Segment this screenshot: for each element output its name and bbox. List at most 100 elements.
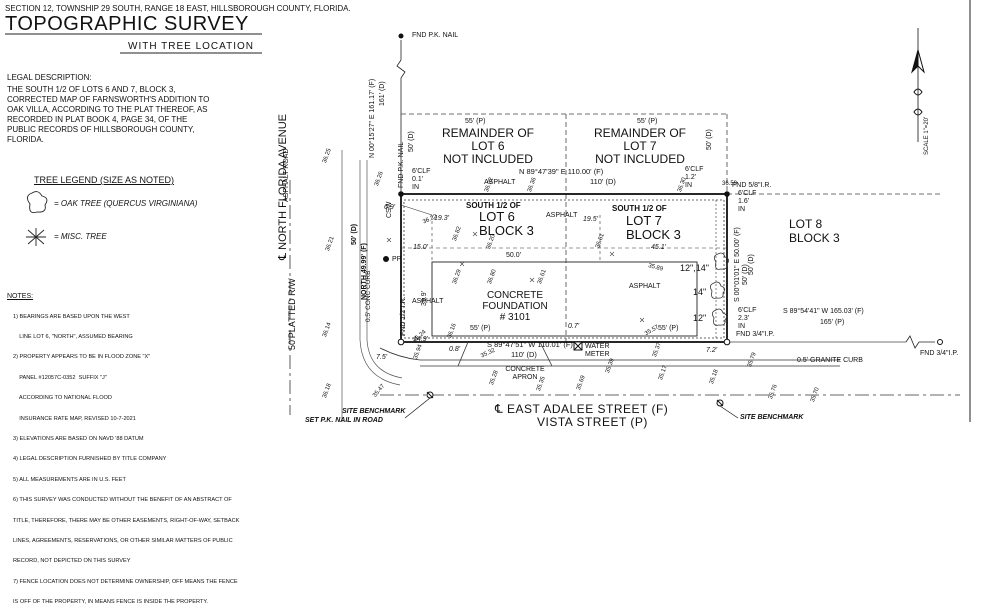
clf-line: 0.1' — [412, 176, 424, 183]
rem6-line: NOT INCLUDED — [443, 152, 533, 166]
north-extension-bearing: N 00°15'27" E 161.17' (F) — [369, 78, 376, 158]
concrete-foundation — [431, 261, 698, 337]
clf-nw-note: 6'CLF 0.1' IN — [412, 168, 430, 192]
note-line: 7) FENCE LOCATION DOES NOT DETERMINE OWN… — [13, 578, 238, 585]
dim-15: 15.0' — [413, 244, 428, 251]
lot7-top-plat: 55' (P) — [637, 118, 658, 125]
note-line: 6) THIS SURVEY WAS CONDUCTED WITHOUT THE… — [13, 497, 232, 504]
note-line: PANEL #12057C-0352 SUFFIX "J" — [13, 374, 107, 381]
foundation-line: FOUNDATION — [482, 301, 548, 312]
meter-line: METER — [585, 351, 610, 358]
rem-east-deed: 50' (D) — [706, 129, 713, 150]
survey-drawing — [5, 0, 971, 422]
legend-misc-symbol — [26, 228, 46, 246]
clf-line: IN — [738, 323, 745, 330]
remainder-lot-7: REMAINDER OF LOT 7 NOT INCLUDED — [584, 127, 696, 166]
clf-line: IN — [412, 184, 419, 191]
survey-title: TOPOGRAPHIC SURVEY — [5, 13, 249, 35]
clf-ne-note: 6'CLF 1.2' IN — [685, 166, 703, 190]
west-asphalt-road-label: ASPHALT ROAD — [283, 148, 290, 202]
asphalt-label-mid: ASPHALT — [546, 212, 578, 219]
tree-legend-oak: = OAK TREE (QUERCUS VIRGINIANA) — [54, 199, 198, 208]
chain-link-fence — [403, 199, 725, 339]
lot7-small-label: SOUTH 1/2 OF — [612, 204, 667, 213]
clf-line: IN — [685, 182, 692, 189]
legend-oak-symbol — [27, 191, 48, 214]
dim-195: 19.5' — [583, 216, 598, 223]
note-line: ACCORDING TO NATIONAL FLOOD — [13, 395, 112, 402]
tree-legend-misc: = MISC. TREE — [54, 232, 107, 241]
north-line-plat: 110' (D) — [590, 177, 616, 186]
clf-line: 6'CLF — [738, 190, 757, 197]
tree-legend-heading: TREE LEGEND (SIZE AS NOTED) — [34, 175, 175, 185]
foundation-line: # 3101 — [499, 312, 531, 323]
remainder-lot-6: REMAINDER OF LOT 6 NOT INCLUDED — [432, 127, 544, 166]
fnd-ip-far-label: FND 3/4"I.P. — [920, 350, 959, 357]
lot8-line: BLOCK 3 — [789, 231, 840, 245]
foundation-line: CONCRETE — [486, 290, 544, 301]
legal-line: RECORDED IN PLAT BOOK 4, PAGE 34, OF THE — [7, 115, 188, 124]
dim-451: 45.1' — [651, 244, 666, 251]
north-line-bearing: N 89°47'39" E 110.00' (F) — [519, 167, 604, 176]
asphalt-label-north: ASPHALT — [484, 179, 516, 186]
lot6-top-plat: 55' (P) — [465, 118, 486, 125]
west-line-deed: 50' (D) — [351, 223, 358, 245]
lot8-line: LOT 8 — [789, 217, 823, 231]
east-line-deed: 50' (D) — [748, 254, 755, 275]
fnd-ir-ne-label: FND 5/8"I.R. — [732, 182, 772, 189]
rem-west-deed: 50' (D) — [408, 131, 415, 152]
lot8-deed: 50' (D) — [742, 264, 749, 285]
clf-line: 1.2' — [685, 174, 697, 181]
lot6-bottom-plat: 55' (P) — [470, 325, 491, 332]
lot7-bottom-plat: 55' (P) — [658, 325, 679, 332]
clf-line: 6'CLF — [685, 166, 704, 173]
note-line: RECORD, NOT DEPICTED ON THIS SURVEY — [13, 558, 131, 565]
apron-line: APRON — [512, 374, 538, 381]
scale-label: SCALE 1"=20' — [924, 116, 930, 155]
fnd-pk-nail-top-marker — [398, 33, 404, 39]
asphalt-label-east: ASPHALT — [629, 283, 661, 290]
east-line-bearing: S 00°01'01" E 50.00' (F) — [734, 227, 741, 302]
legal-line: CORRECTED MAP OF FARNSWORTH'S ADDITION T… — [7, 95, 210, 104]
dim-50: 50.0' — [506, 252, 521, 259]
lot6-small-label: SOUTH 1/2 OF — [466, 201, 521, 210]
note-line: LINE LOT 6, "NORTH", ASSUMED BEARING — [13, 333, 133, 340]
site-benchmark-west: SITE BENCHMARK — [342, 408, 406, 415]
fnd-ip-se-label: FND 3/4"I.P. — [736, 331, 775, 338]
elevation-shot-marks — [386, 231, 645, 323]
dim-72: 7.2' — [706, 347, 718, 354]
north-extension-deed: 161' (D) — [379, 81, 386, 106]
legal-heading: LEGAL DESCRIPTION: — [7, 73, 92, 82]
rem7-line: LOT 7 — [623, 139, 657, 153]
note-line: IS OFF OF THE PROPERTY, IN MEANS FENCE I… — [13, 599, 208, 606]
elevation-label: 36.59 — [722, 181, 738, 187]
rem7-line: REMAINDER OF — [593, 126, 686, 140]
clf-line: 2.3' — [738, 315, 750, 322]
clf-line: 1.6' — [738, 198, 750, 205]
dim-75: 7.5' — [376, 354, 388, 361]
lot7-line: BLOCK 3 — [626, 227, 681, 242]
south-line-bearing: S 89°47'51" W 110.01' (F) — [487, 340, 573, 349]
asphalt-label-west: ASPHALT — [412, 298, 444, 305]
note-line: 2) PROPERTY APPEARS TO BE IN FLOOD ZONE … — [13, 354, 151, 361]
clf-line: 6'CLF — [738, 307, 757, 314]
rem7-line: NOT INCLUDED — [595, 152, 685, 166]
legal-line: THE SOUTH 1/2 OF LOTS 6 AND 7, BLOCK 3, — [7, 85, 176, 94]
lot7-label: LOT 7 BLOCK 3 — [626, 214, 681, 242]
vista-street-label: VISTA STREET (P) — [537, 415, 648, 429]
power-pole — [383, 256, 389, 262]
fnd-ir-sw-label: FND 1/2"I.R. — [400, 296, 407, 336]
granite-curb-label: 0.5' GRANITE CURB — [797, 357, 863, 364]
dim-69: 6.9' — [384, 204, 396, 211]
water-meter-label: WATER METER — [585, 343, 610, 359]
section-township-line: SECTION 12, TOWNSHIP 29 SOUTH, RANGE 18 … — [5, 4, 351, 13]
rem6-line: LOT 6 — [471, 139, 505, 153]
dim-08: 0.8' — [449, 346, 461, 353]
lot6-line: LOT 6 — [479, 209, 515, 224]
property-boundary — [400, 193, 728, 343]
note-line: 3) ELEVATIONS ARE BASED ON NAVD '88 DATU… — [13, 435, 144, 442]
clf-se-note: 6'CLF 2.3' IN — [738, 307, 756, 331]
concrete-apron-label: CONCRETE APRON — [500, 366, 550, 382]
east-adalee-street-label: ℄ EAST ADALEE STREET (F) — [495, 402, 669, 416]
lot6-label: LOT 6 BLOCK 3 — [479, 210, 534, 238]
